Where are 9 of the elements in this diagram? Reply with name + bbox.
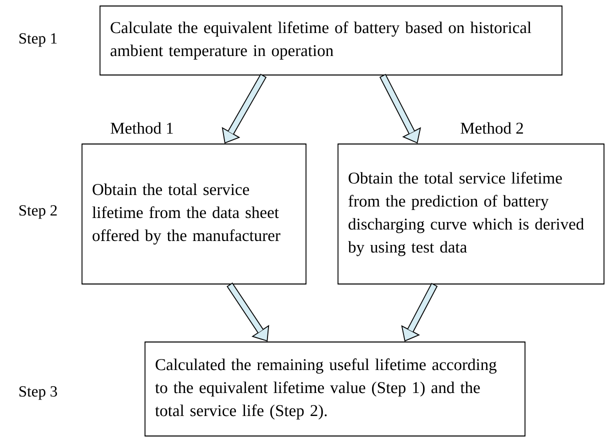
step-label: Step 3 [19, 386, 57, 400]
process-box: Obtain the total service lifetime from the data sheet offered by the manufacturer [82, 144, 306, 284]
process-box: Calculate the equivalent lifetime of battery based on historical ambient temperature in operation [100, 6, 562, 76]
method-label: Method 2 [460, 122, 523, 134]
process-box: Calculated the remaining useful lifetime according to the equivalent lifetime value (Step 1) and the total service life (Step 2). [144, 342, 526, 436]
step-label: Step 2 [19, 205, 57, 219]
process-box: Obtain the total service lifetime from the prediction of battery discharging curve which is derived by using test data [338, 144, 604, 284]
method-label: Method 1 [110, 122, 173, 134]
step-label: Step 1 [19, 33, 57, 47]
